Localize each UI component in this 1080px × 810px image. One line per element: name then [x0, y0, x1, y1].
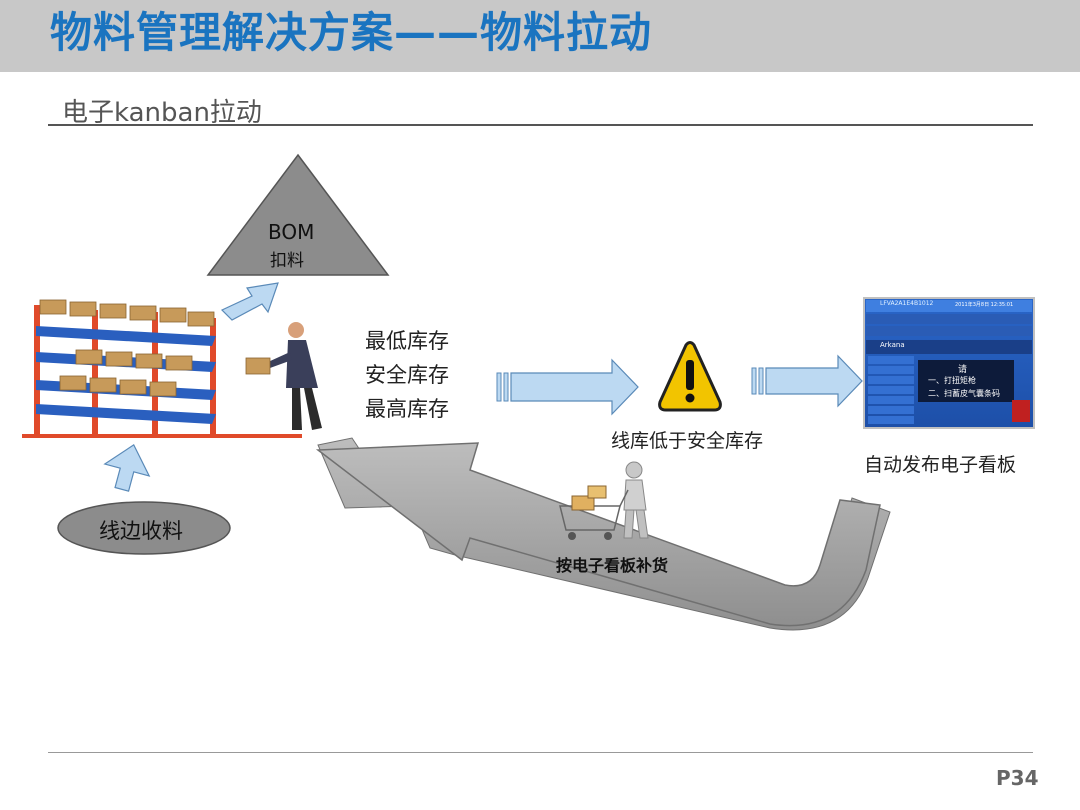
cart-worker-icon	[559, 461, 649, 540]
board-row-vin: LFVA2A1E4B1012	[880, 300, 934, 307]
right-arrow-2	[751, 354, 863, 408]
stock-level-min: 最低库存	[365, 329, 449, 353]
board-msg-1: 请	[958, 365, 968, 375]
stock-level-max: 最高库存	[365, 397, 449, 421]
worker-icon	[245, 322, 322, 430]
electronic-kanban-board	[863, 297, 1035, 429]
receive-label: 线边收料	[99, 519, 183, 543]
replenish-label: 按电子看板补货	[556, 556, 669, 575]
board-row-time: 2011年3月8日 12:35:01	[955, 302, 1014, 308]
page-title: 物料管理解决方案——物料拉动	[50, 8, 653, 57]
board-msg-2: 一、打扭矩枪	[928, 376, 976, 385]
page-subtitle: 电子kanban拉动	[62, 98, 262, 128]
board-msg-3: 二、扫蓄皮气囊条码	[928, 389, 1000, 398]
stock-level-list: 最低库存 安全库存 最高库存	[365, 324, 449, 426]
page-number: P34	[996, 766, 1039, 790]
board-row-model: Arkana	[880, 341, 905, 349]
storage-rack-icon	[22, 299, 302, 438]
up-arrow	[103, 444, 151, 492]
stock-level-safety: 安全库存	[365, 363, 449, 387]
bom-triangle	[206, 153, 390, 276]
title-divider	[48, 124, 1033, 126]
receive-ellipse	[57, 501, 231, 555]
footer-divider	[48, 752, 1033, 753]
board-label: 自动发布电子看板	[864, 454, 1017, 476]
title-bar	[0, 0, 1080, 72]
up-right-arrow	[220, 282, 279, 321]
warning-label: 线库低于安全库存	[611, 430, 764, 452]
return-arrow-body	[315, 442, 881, 627]
bom-label: BOM	[268, 220, 315, 244]
warning-icon	[658, 341, 722, 412]
right-arrow-1	[496, 358, 639, 416]
bom-sub-label: 扣料	[270, 251, 304, 271]
